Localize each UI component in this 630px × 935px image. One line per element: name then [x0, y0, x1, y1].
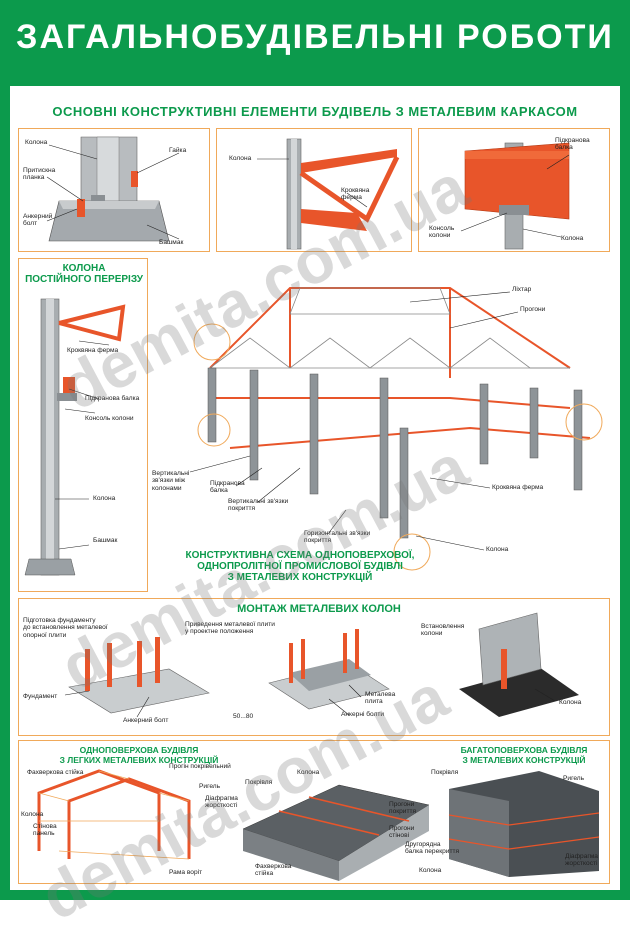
label-lb-beam: Ригель: [199, 783, 221, 790]
label-mb-diaphragm: Діафрагма жорсткості: [565, 853, 598, 868]
label-rb-framework-post: Фахверкова стійка: [255, 863, 292, 878]
label-rb-column: Колона: [297, 769, 320, 776]
page-title: ЗАГАЛЬНОБУДІВЕЛЬНІ РОБОТИ: [16, 18, 614, 56]
label-rb-roof: Покрівля: [245, 779, 273, 786]
label-column-install: Встановлення колони: [421, 623, 465, 638]
label-fs-column: Колона: [486, 546, 509, 553]
label-column-3: Колона: [561, 235, 584, 242]
label-wall-panel: Стінова панель: [33, 823, 57, 838]
label-mb-roof: Покрівля: [431, 769, 459, 776]
label-shoe: Башмак: [159, 239, 184, 246]
panel-column-truss: Колона Кроквяна ферма: [216, 128, 412, 252]
panel-buildings: ОДНОПОВЕРХОВА БУДІВЛЯ З ЛЕГКИХ МЕТАЛЕВИХ…: [18, 740, 610, 884]
label-plate-alignment: Приведення металевої плити у проектне по…: [185, 621, 275, 636]
constant-column-drawing: [24, 298, 126, 576]
label-mb-column: Колона: [419, 867, 442, 874]
poster-frame: [0, 0, 630, 900]
label-anchor-bolts: Анкерні болти: [341, 711, 385, 718]
panel-crane-girder: Підкранова балка Консоль колони Колона: [418, 128, 610, 252]
frame-scheme: Ліхтар Прогони Вертикальні зв'язки між к…: [150, 258, 612, 594]
label-lb-diaphragm: Діафрагма жорсткості: [205, 795, 238, 810]
label-crane-girder: Підкранова балка: [555, 137, 590, 152]
multi-building-heading: БАГАТОПОВЕРХОВА БУДІВЛЯ З МЕТАЛЕВИХ КОНС…: [460, 745, 588, 765]
panel-constant-column: КОЛОНА ПОСТІЙНОГО ПЕРЕРІЗУ Кроквяна ферм…: [18, 258, 148, 592]
label-console: Консоль колони: [429, 225, 455, 240]
label-metal-plate: Металева плита: [365, 691, 396, 706]
light-building-heading: ОДНОПОВЕРХОВА БУДІВЛЯ З ЛЕГКИХ МЕТАЛЕВИХ…: [59, 745, 219, 765]
label-skylight: Ліхтар: [512, 286, 532, 293]
label-vertical-bracing-roof: Вертикальні зв'язки покриття: [228, 498, 289, 513]
label-gap: 50...80: [233, 713, 254, 720]
label-truss: Кроквяна ферма: [341, 187, 370, 202]
label-inst-column: Колона: [559, 699, 582, 706]
label-nut: Гайка: [169, 147, 187, 154]
page-subtitle: ОСНОВНІ КОНСТРУКТИВНІ ЕЛЕМЕНТИ БУДІВЕЛЬ …: [52, 104, 578, 119]
label-fs-crane-girder: Підкранова балка: [210, 480, 245, 495]
label-secondary-beam: Другорядна балка перекриття: [405, 841, 460, 856]
label-fs-truss: Кроквяна ферма: [492, 484, 544, 491]
label-mb-beam: Ригель: [563, 775, 585, 782]
label-cp-truss: Кроквяна ферма: [67, 347, 119, 354]
label-clamp-plate: Притискна планка: [23, 167, 56, 182]
frame-scheme-caption: КОНСТРУКТИВНА СХЕМА ОДНОПОВЕРХОВОЇ, ОДНО…: [185, 550, 415, 583]
label-cp-crane-girder: Підкранова балка: [85, 395, 140, 402]
crane-girder-drawing: [460, 142, 570, 250]
column-panel-heading: КОЛОНА ПОСТІЙНОГО ПЕРЕРІЗУ: [25, 263, 143, 285]
installation-heading: МОНТАЖ МЕТАЛЕВИХ КОЛОН: [237, 603, 401, 615]
label-inst-anchor-bolt: Анкерний болт: [123, 717, 169, 724]
label-wall-purlins: Прогони стінові: [389, 825, 415, 840]
column-base-drawing: [46, 136, 180, 242]
label-vertical-bracing-columns: Вертикальні зв'язки між колонами: [152, 470, 190, 492]
label-purlins: Прогони: [520, 306, 546, 313]
label-anchor-bolt: Анкерний болт: [23, 213, 53, 228]
label-cp-shoe: Башмак: [93, 537, 118, 544]
label-foundation: Фундамент: [23, 693, 58, 700]
panel-installation: МОНТАЖ МЕТАЛЕВИХ КОЛОН Підготовка фундам…: [18, 598, 610, 736]
label-cp-column: Колона: [93, 495, 116, 502]
column-truss-drawing: [257, 138, 400, 250]
label-roof-purlin: Прогін покрівельний: [169, 763, 231, 770]
label-column: Колона: [25, 139, 48, 146]
frame-scheme-drawing: [189, 287, 603, 571]
label-gate-frame: Рама воріт: [169, 869, 203, 876]
header-band: [0, 0, 630, 86]
label-cp-console: Консоль колони: [85, 415, 134, 422]
label-framework-post: Фахверкова стійка: [27, 769, 84, 776]
label-lb-column: Колона: [21, 811, 44, 818]
panel-column-base: Колона Притискна планка Анкерний болт Га…: [18, 128, 210, 252]
installation-drawing: [64, 612, 579, 718]
label-horizontal-bracing-roof: Горизонтальні зв'язки покриття: [304, 530, 371, 545]
buildings-drawing: [37, 769, 600, 881]
label-foundation-prep: Підготовка фундаменту до встановлення ме…: [23, 617, 108, 639]
label-roof-purlins: Прогони покриття: [389, 801, 417, 816]
label-column-2: Колона: [229, 155, 252, 162]
